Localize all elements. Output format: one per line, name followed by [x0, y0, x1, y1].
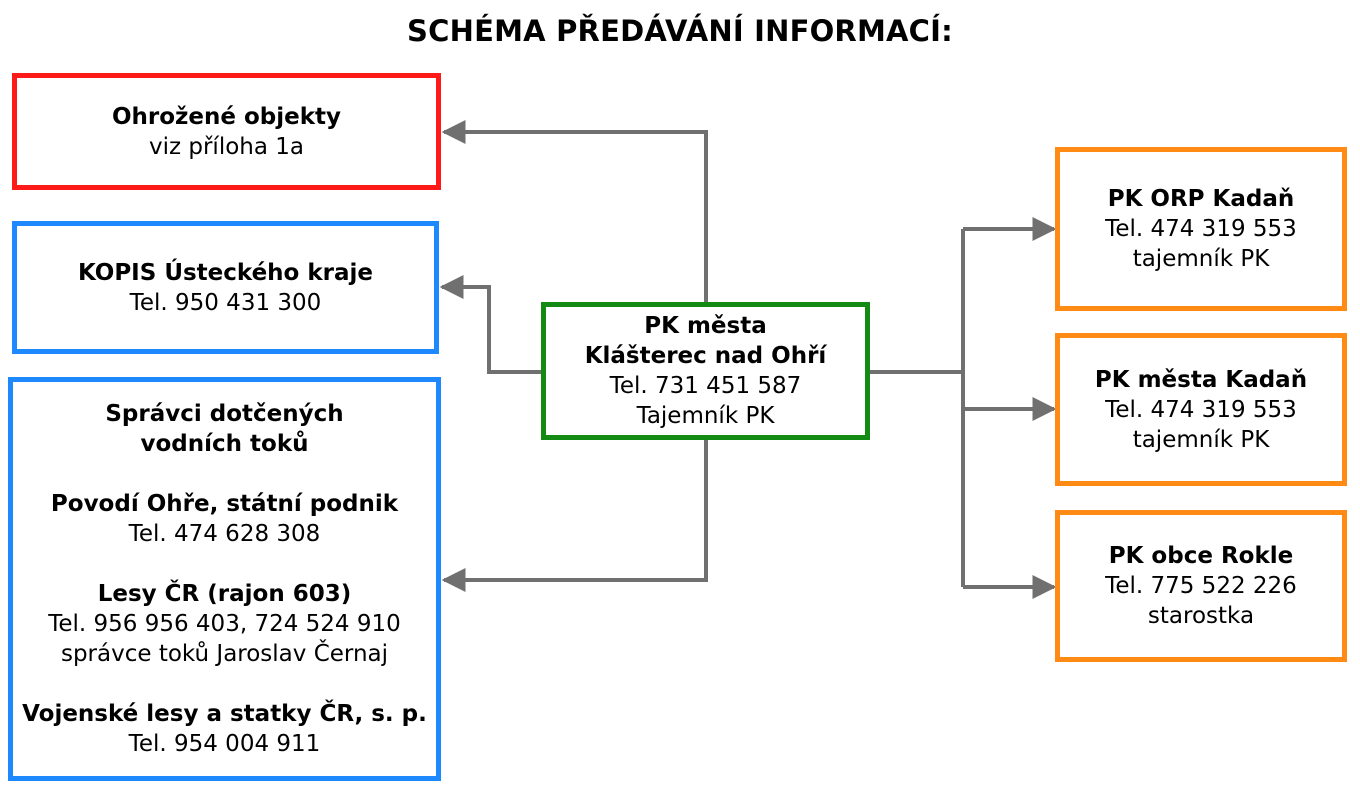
- rokle-tel: Tel. 775 522 226: [1105, 573, 1297, 599]
- mesto-kadan-title: PK města Kadaň: [1094, 366, 1308, 393]
- box-spravci-toku: Správci dotčených vodních toků Povodí Oh…: [8, 377, 441, 781]
- box-kopis: KOPIS Ústeckého kraje Tel. 950 431 300: [12, 221, 439, 354]
- lesy-person: správce toků Jaroslav Černaj: [60, 641, 389, 667]
- vojenske-tel: Tel. 954 004 911: [128, 731, 321, 757]
- connector-to-ohrozene: [441, 120, 708, 305]
- center-tel: Tel. 731 451 587: [609, 373, 802, 399]
- spravci-title-2: vodních toků: [140, 431, 309, 457]
- center-role: Tajemník PK: [636, 403, 775, 429]
- box-ohrozene-objekty: Ohrožené objekty viz příloha 1a: [12, 73, 441, 190]
- box-pk-obce-rokle: PK obce Rokle Tel. 775 522 226 starostka: [1055, 510, 1347, 662]
- mesto-kadan-tel: Tel. 474 319 553: [1105, 396, 1297, 423]
- mesto-kadan-role: tajemník PK: [1132, 426, 1270, 453]
- orp-kadan-tel: Tel. 474 319 553: [1105, 216, 1297, 242]
- connector-to-spravci: [441, 439, 708, 592]
- orp-kadan-role: tajemník PK: [1132, 246, 1270, 272]
- rokle-title: PK obce Rokle: [1108, 543, 1294, 569]
- connector-to-kopis: [439, 275, 543, 374]
- povodi-title: Povodí Ohře, státní podnik: [50, 491, 399, 517]
- lesy-title: Lesy ČR (rajon 603): [97, 581, 352, 607]
- box-pk-mesta-kadan: PK města Kadaň Tel. 474 319 553 tajemník…: [1055, 333, 1347, 486]
- orp-kadan-title: PK ORP Kadaň: [1107, 186, 1295, 212]
- kopis-title: KOPIS Ústeckého kraje: [77, 259, 374, 286]
- rokle-role: starostka: [1147, 603, 1255, 629]
- center-line-2: Klášterec nad Ohří: [584, 343, 827, 369]
- box-pk-orp-kadan: PK ORP Kadaň Tel. 474 319 553 tajemník P…: [1055, 147, 1347, 311]
- ohrozene-title: Ohrožené objekty: [111, 103, 342, 130]
- lesy-tel: Tel. 956 956 403, 724 524 910: [48, 611, 401, 637]
- box-pk-klasterec: PK města Klášterec nad Ohří Tel. 731 451…: [541, 302, 870, 440]
- spravci-title-1: Správci dotčených: [105, 401, 344, 427]
- ohrozene-line: viz příloha 1a: [148, 133, 304, 160]
- vojenske-title: Vojenské lesy a statky ČR, s. p.: [22, 701, 427, 727]
- povodi-tel: Tel. 474 628 308: [128, 521, 321, 547]
- center-line-1: PK města: [644, 313, 767, 339]
- diagram-title: SCHÉMA PŘEDÁVÁNÍ INFORMACÍ:: [407, 14, 953, 48]
- kopis-tel: Tel. 950 431 300: [129, 289, 322, 316]
